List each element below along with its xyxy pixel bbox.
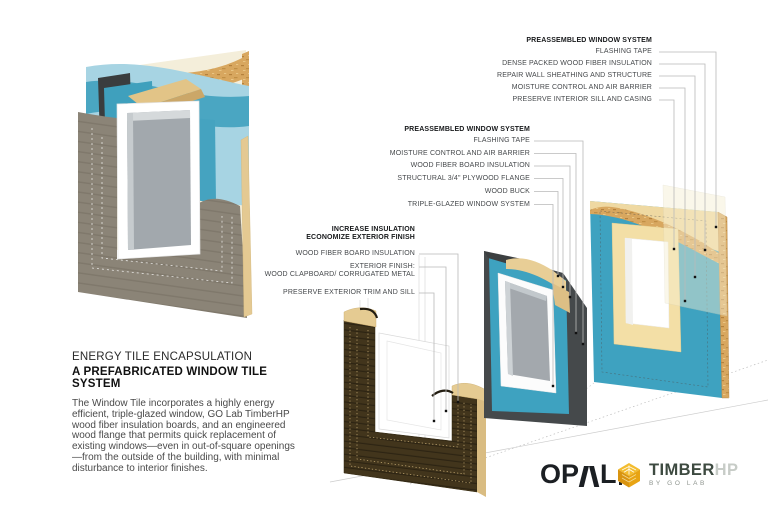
ghost-layers [359,255,450,447]
stitch-lines [349,327,472,484]
callout-label: WOOD BUCK [484,187,530,195]
timberhp-tagline: BY GO LAB [649,480,707,487]
opal-letter-a [578,466,599,487]
callout-dots [432,225,718,423]
plywood-flange [506,258,566,294]
section-title: ENERGY TILE ENCAPSULATION [72,351,253,363]
callout-label: MOISTURE CONTROL AND AIR BARRIER [389,149,530,157]
exterior-finish-component [343,307,487,497]
callout-label: EXTERIOR FINISH: WOOD CLAPBOARD/ CORRUGA… [264,262,415,278]
opal-logo-period [618,482,622,485]
opal-letter-l: L [600,459,617,489]
callout-label: STRUCTURAL 3/4" PLYWOOD FLANGE [397,174,530,182]
window-glass [505,281,550,381]
callout-label: PRESERVE INTERIOR SILL AND CASING [512,96,652,103]
timberhp-cube-icon [618,463,640,488]
callout-label: PRESERVE EXTERIOR TRIM AND SILL [283,289,415,296]
callout-heading: PREASSEMBLED WINDOW SYSTEM [526,37,652,44]
timberhp-wordmark: TIMBERHP [649,461,739,479]
cladding-panel [78,112,247,318]
wood-flange [128,79,201,108]
callout-label: DENSE PACKED WOOD FIBER INSULATION [502,60,652,67]
callout-group-exterior-finish: INCREASE INSULATION ECONOMIZE EXTERIOR F… [175,0,415,300]
callout-heading: PREASSEMBLED WINDOW SYSTEM [404,125,530,133]
callout-label: FLASHING TAPE [473,137,530,144]
opal-logo: OP L [540,459,622,489]
callout-group-existing-wall: PREASSEMBLED WINDOW SYSTEM FLASHING TAPE… [412,0,652,110]
description-block: ENERGY TILE ENCAPSULATION A PREFABRICATE… [72,351,304,475]
exploded-diagram [329,51,768,497]
description-text: The Window Tile incorporates a highly en… [72,398,295,474]
stitch-lines [91,128,233,284]
callout-label: WOOD FIBER BOARD INSULATION [410,162,530,169]
window-glass [127,110,191,250]
callout-label: FLASHING TAPE [595,48,652,55]
window-system-component [484,251,587,426]
callout-heading: INCREASE INSULATION ECONOMIZE EXTERIOR F… [306,226,415,242]
callout-label: TRIPLE-GLAZED WINDOW SYSTEM [407,200,530,208]
wall-assembly-illustration [78,50,253,318]
callout-label: REPAIR WALL SHEATHING AND STRUCTURE [497,72,652,79]
callout-lines [419,51,717,421]
existing-wall-component [590,184,730,399]
opal-letters-op: OP [540,459,580,489]
sheathing-wave [590,206,720,264]
timberhp-logo: TIMBERHP BY GO LAB [616,462,738,488]
section-subtitle: A PREFABRICATED WINDOW TILE SYSTEM [72,366,268,390]
callout-group-window-system: PREASSEMBLED WINDOW SYSTEM FLASHING TAPE… [290,0,530,215]
callout-label: WOOD FIBER BOARD INSULATION [295,250,415,257]
callout-label: MOISTURE CONTROL AND AIR BARRIER [511,84,652,91]
